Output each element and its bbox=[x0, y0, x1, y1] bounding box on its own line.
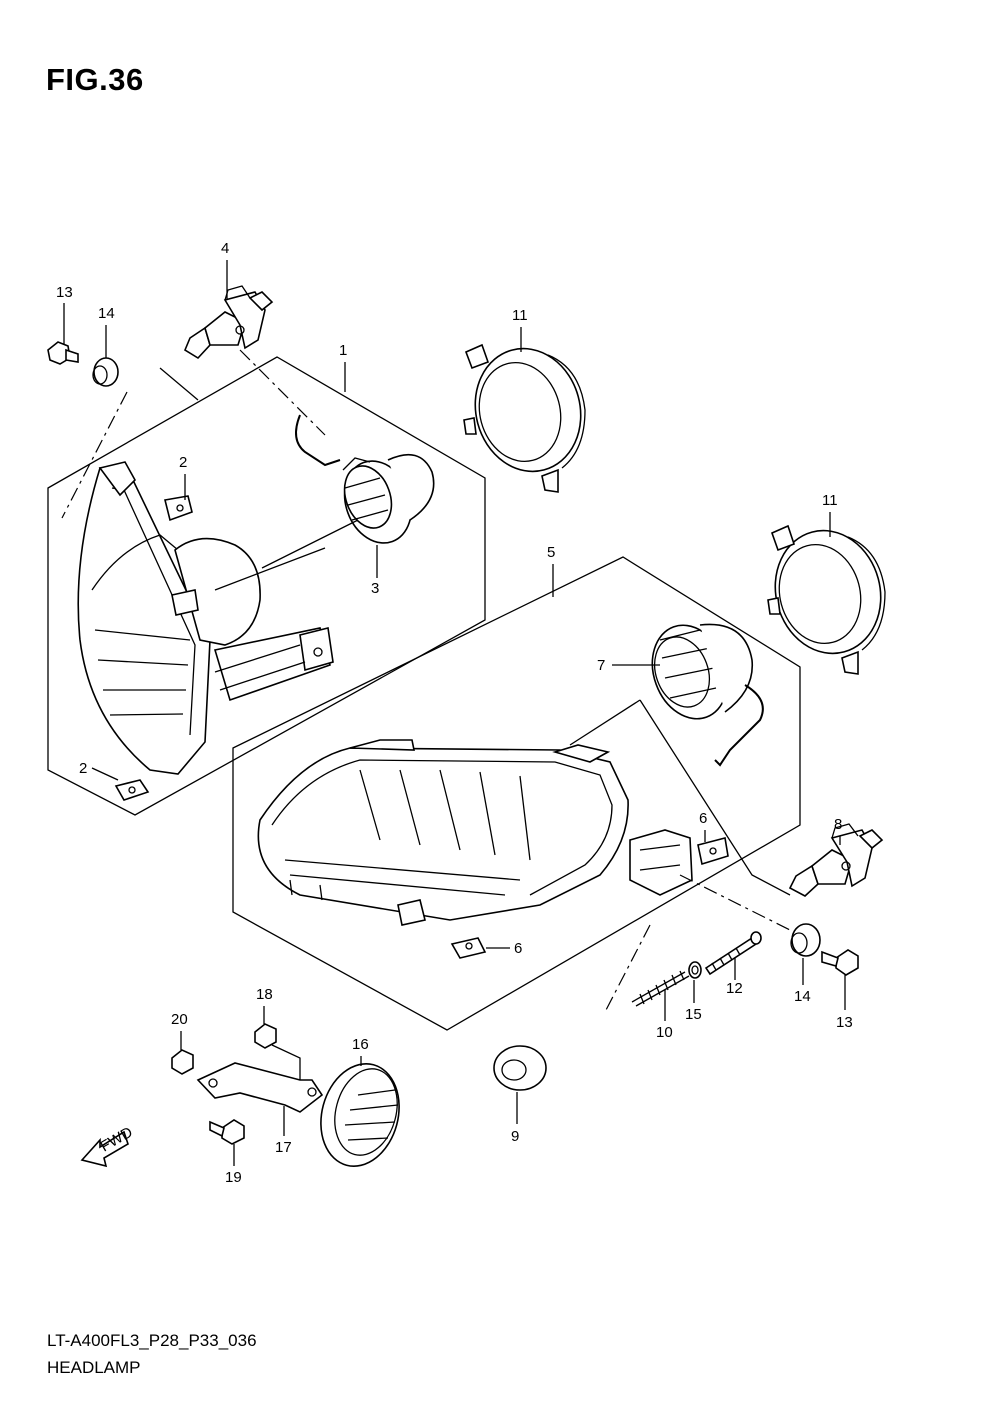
callout-10: 10 bbox=[656, 1024, 673, 1041]
callout-14: 14 bbox=[98, 305, 115, 322]
bulb-icon bbox=[183, 285, 274, 360]
callout-11: 11 bbox=[512, 307, 528, 324]
bolt-icon bbox=[47, 341, 79, 365]
callout-labels: 4 13 14 11 1 2 3 5 11 7 2 8 bbox=[56, 240, 853, 1186]
figure-title: FIG.36 bbox=[46, 62, 144, 97]
callout-6: 6 bbox=[514, 940, 522, 957]
left-headlamp-icon bbox=[77, 461, 334, 775]
callout-1: 1 bbox=[339, 342, 347, 359]
callout-13: 13 bbox=[56, 284, 73, 301]
socket-icon bbox=[651, 623, 764, 767]
callout-19: 19 bbox=[225, 1169, 242, 1186]
left-headlamp-group bbox=[47, 349, 486, 816]
socket-icon bbox=[295, 414, 435, 544]
right-group-outline bbox=[232, 556, 801, 1031]
callout-13: 13 bbox=[836, 1014, 853, 1031]
fwd-arrow-icon: FWD bbox=[80, 1124, 136, 1168]
clip-nut-icon bbox=[114, 779, 150, 801]
callout-2: 2 bbox=[79, 760, 87, 777]
clip-nut-icon bbox=[450, 937, 487, 959]
right-headlamp-icon bbox=[257, 739, 693, 926]
adjuster-screw-icon bbox=[704, 931, 762, 976]
center-line bbox=[604, 924, 651, 1013]
callout-14: 14 bbox=[794, 988, 811, 1005]
callout-15: 15 bbox=[685, 1006, 702, 1023]
drawing-code: LT-A400FL3_P28_P33_036 bbox=[47, 1331, 257, 1350]
callout-3: 3 bbox=[371, 580, 379, 597]
grommet-icon bbox=[92, 357, 119, 387]
clip-nut-icon bbox=[164, 495, 193, 522]
grommet-icon bbox=[493, 1045, 547, 1091]
reflector-icon bbox=[320, 1063, 400, 1167]
callout-9: 9 bbox=[511, 1128, 519, 1145]
clip-nut-icon bbox=[697, 837, 729, 866]
callout-7: 7 bbox=[597, 657, 605, 674]
center-line bbox=[679, 874, 791, 931]
bulb-leader-line bbox=[159, 367, 199, 401]
bolt-icon bbox=[209, 1119, 245, 1145]
nut-icon bbox=[254, 1023, 277, 1049]
callout-18: 18 bbox=[256, 986, 273, 1003]
washer-icon bbox=[688, 961, 702, 979]
bracket-icon bbox=[196, 1044, 324, 1113]
callout-6: 6 bbox=[699, 810, 707, 827]
spring-icon bbox=[631, 970, 690, 1007]
callout-11: 11 bbox=[822, 492, 838, 509]
nut-icon bbox=[171, 1049, 194, 1075]
callout-8: 8 bbox=[834, 816, 842, 833]
callout-4: 4 bbox=[221, 240, 229, 257]
grommet-icon bbox=[790, 923, 821, 957]
callout-17: 17 bbox=[275, 1139, 292, 1156]
bolt-icon bbox=[821, 949, 859, 976]
callout-20: 20 bbox=[171, 1011, 188, 1028]
callout-12: 12 bbox=[726, 980, 743, 997]
leader-line bbox=[569, 699, 641, 746]
center-line bbox=[239, 349, 326, 436]
bulb-leader-line bbox=[639, 699, 791, 896]
callout-2: 2 bbox=[179, 454, 187, 471]
right-headlamp-group bbox=[232, 556, 801, 1031]
callout-5: 5 bbox=[547, 544, 555, 561]
left-group-outline bbox=[47, 356, 486, 816]
retaining-ring-icon bbox=[767, 524, 886, 675]
retaining-ring-icon bbox=[463, 343, 586, 493]
bulb-icon bbox=[788, 823, 884, 897]
center-line bbox=[61, 391, 128, 519]
drawing-name: HEADLAMP bbox=[47, 1358, 141, 1377]
callout-16: 16 bbox=[352, 1036, 369, 1053]
